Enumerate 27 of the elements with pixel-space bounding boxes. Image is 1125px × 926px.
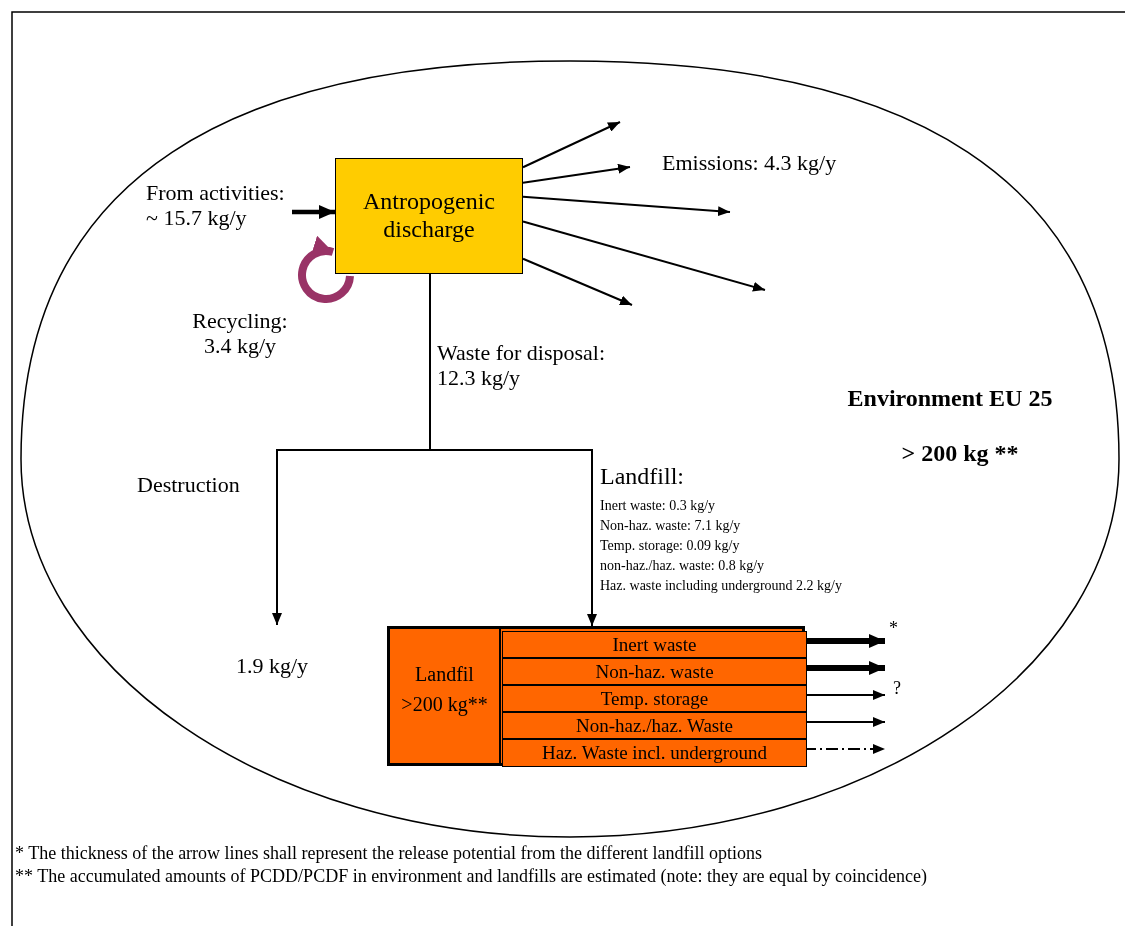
- landfill-amount: non-haz./haz. waste: 0.8 kg/y: [600, 558, 766, 575]
- landfill-amount: Haz. waste including underground 2.2 kg/y: [600, 578, 843, 595]
- footnote: ** The accumulated amounts of PCDD/PCDF in environment and landfills are estimated (note: they are equal by coincidence): [15, 866, 928, 887]
- environment-label: > 200 kg **: [900, 440, 1020, 468]
- table-row: Non-haz./haz. Waste: [502, 712, 807, 739]
- disposal-label: Waste for disposal: 12.3 kg/y: [437, 340, 607, 391]
- emissions-label: Emissions: 4.3 kg/y: [662, 150, 838, 176]
- environment-label: Environment EU 25: [846, 385, 1054, 413]
- recycling-arrow: [298, 236, 354, 303]
- landfill-amount: Temp. storage: 0.09 kg/y: [600, 538, 741, 555]
- table-row: Temp. storage: [502, 685, 807, 712]
- landfill-table: [387, 626, 805, 766]
- amount-label: 1.9 kg/y: [234, 653, 310, 679]
- table-row: Haz. Waste incl. underground: [502, 739, 807, 767]
- arrow: [522, 195, 731, 217]
- arrow: [522, 220, 766, 292]
- footnote: * The thickness of the arrow lines shall represent the release potential from the different landfill options: [15, 843, 764, 864]
- landfill-amount: Non-haz. waste: 7.1 kg/y: [600, 518, 742, 535]
- landfill-amount: Inert waste: 0.3 kg/y: [600, 498, 717, 515]
- table-row: Inert waste: [502, 631, 807, 658]
- arrow: [292, 205, 335, 219]
- arrow: [522, 257, 633, 306]
- process-box: Antropogenic discharge: [335, 158, 523, 274]
- table-row: Non-haz. waste: [502, 658, 807, 685]
- arrow: [522, 121, 621, 169]
- input-label: From activities: ~ 15.7 kg/y: [146, 180, 286, 231]
- arrow: [522, 163, 631, 184]
